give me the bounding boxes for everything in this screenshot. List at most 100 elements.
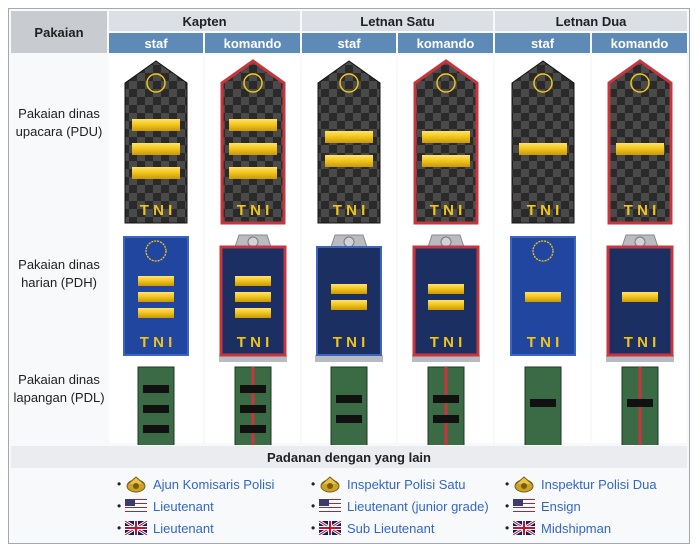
equivalents-column-3: •Inspektur Polisi Dua •Ensign •Midshipma… [505,473,700,539]
us-flag-icon [513,499,535,513]
equivalent-item[interactable]: •Sub Lieutenant [311,519,435,537]
equivalent-item[interactable]: •Lieutenant (junior grade) [311,498,489,514]
pdh-emblem-icon [532,240,554,262]
pdu-button-icon [436,73,456,93]
uk-flag-icon [318,519,342,537]
rank-insignia-table: Pakaian Kapten Letnan Satu Letnan Dua st… [8,8,690,544]
rank-bar [325,155,373,167]
tni-text: T N I [624,202,657,219]
row-label-pdh: Pakaian dinas harian (PDH) [18,257,100,290]
tni-text: T N I [527,334,560,351]
pdh-shoulder-board: T N I [510,236,576,356]
subheader-staf: staf [109,33,203,53]
police-emblem-icon [513,475,535,493]
rank-bar [519,143,567,155]
rank-bar [143,425,169,433]
rank-bar [143,405,169,413]
pdh-shoulder-board: T N I [412,234,480,362]
rank-bar [229,167,277,179]
rank-bar [132,167,180,179]
equivalent-item[interactable]: •Inspektur Polisi Dua [505,475,657,493]
equivalent-item[interactable]: •Lieutenant [117,498,214,514]
equivalent-item[interactable]: •Inspektur Polisi Satu [311,475,466,493]
row-label-pdl: Pakaian dinas lapangan (PDL) [13,372,105,405]
row-label-pdu: Pakaian dinas upacara (PDU) [15,106,103,139]
tni-text: T N I [333,202,366,219]
header-pakaian: Pakaian [11,11,107,53]
equivalent-link[interactable]: Inspektur Polisi Satu [347,476,466,492]
subheader-komando: komando [205,33,300,53]
header-rank-kapten: Kapten [109,11,300,31]
rank-bar [138,276,174,286]
rank-bar [336,395,362,403]
header-rank-letnan-dua: Letnan Dua [495,11,687,31]
rank-bar [622,292,658,302]
pdu-button-icon [630,73,650,93]
rank-bar [240,425,266,433]
pdl-shoulder-board [234,366,272,445]
rank-bar [525,292,561,302]
rank-bar [132,119,180,131]
pdl-shoulder-board [427,366,465,445]
equivalent-link[interactable]: Sub Lieutenant [347,520,435,536]
pdh-shoulder-board: T N I [123,236,189,356]
police-emblem-icon [125,475,147,493]
equivalent-link[interactable]: Ajun Komisaris Polisi [153,476,275,492]
rank-bar [616,143,664,155]
equivalent-item[interactable]: •Ajun Komisaris Polisi [117,475,275,493]
equivalent-link[interactable]: Lieutenant (junior grade) [347,498,489,514]
equivalent-item[interactable]: •Ensign [505,498,581,514]
tni-text: T N I [237,202,270,219]
pdl-shoulder-board [621,366,659,445]
equivalent-link[interactable]: Midshipman [541,520,612,536]
equivalent-link[interactable]: Inspektur Polisi Dua [541,476,657,492]
tni-text: T N I [430,334,463,351]
rank-bar [422,131,470,143]
rank-bar [235,308,271,318]
pdh-shoulder-board: T N I [606,234,674,362]
padanan-header: Padanan dengan yang lain [11,446,687,468]
equivalent-item[interactable]: •Midshipman [505,519,612,537]
rank-bar [143,385,169,393]
pdu-button-icon [339,73,359,93]
rank-bar [240,405,266,413]
pdh-base [219,355,287,362]
rank-bar [132,143,180,155]
pdl-shoulder-board [524,366,562,445]
insignia-grid: T N I T N I T N I T N I T N I T N I T N I T N I… [109,55,687,445]
rank-bar [627,399,653,407]
rank-bar [331,284,367,294]
equivalent-link[interactable]: Ensign [541,498,581,514]
rank-bar [428,284,464,294]
rank-bar [428,300,464,310]
pdh-base [606,355,674,362]
us-flag-icon [319,499,341,513]
pdu-shoulder-board: T N I [317,60,381,224]
pdu-button-icon [146,73,166,93]
uk-flag-icon [124,519,148,537]
pdu-button-icon [533,73,553,93]
komando-stripe [444,367,448,445]
tni-text: T N I [333,334,366,351]
rank-bar [336,415,362,423]
rank-bar [422,155,470,167]
header-rank-letnan-satu: Letnan Satu [302,11,493,31]
subheader-staf: staf [302,33,396,53]
pdh-base [315,355,383,362]
pdl-shoulder-board [137,366,175,445]
equivalents-column-1: •Ajun Komisaris Polisi •Lieutenant •Lieu… [117,473,312,539]
equivalent-link[interactable]: Lieutenant [153,498,214,514]
rank-bar [325,131,373,143]
rank-bar [433,415,459,423]
equivalent-item[interactable]: •Lieutenant [117,519,214,537]
police-emblem-icon [319,475,341,493]
tni-text: T N I [624,334,657,351]
pdh-shoulder-board: T N I [219,234,287,362]
rank-bar [229,119,277,131]
pdu-shoulder-board: T N I [220,59,286,225]
rank-bar [235,292,271,302]
pdh-shoulder-board: T N I [315,234,383,362]
tni-text: T N I [430,202,463,219]
pdl-shoulder-board [330,366,368,445]
equivalent-link[interactable]: Lieutenant [153,520,214,536]
